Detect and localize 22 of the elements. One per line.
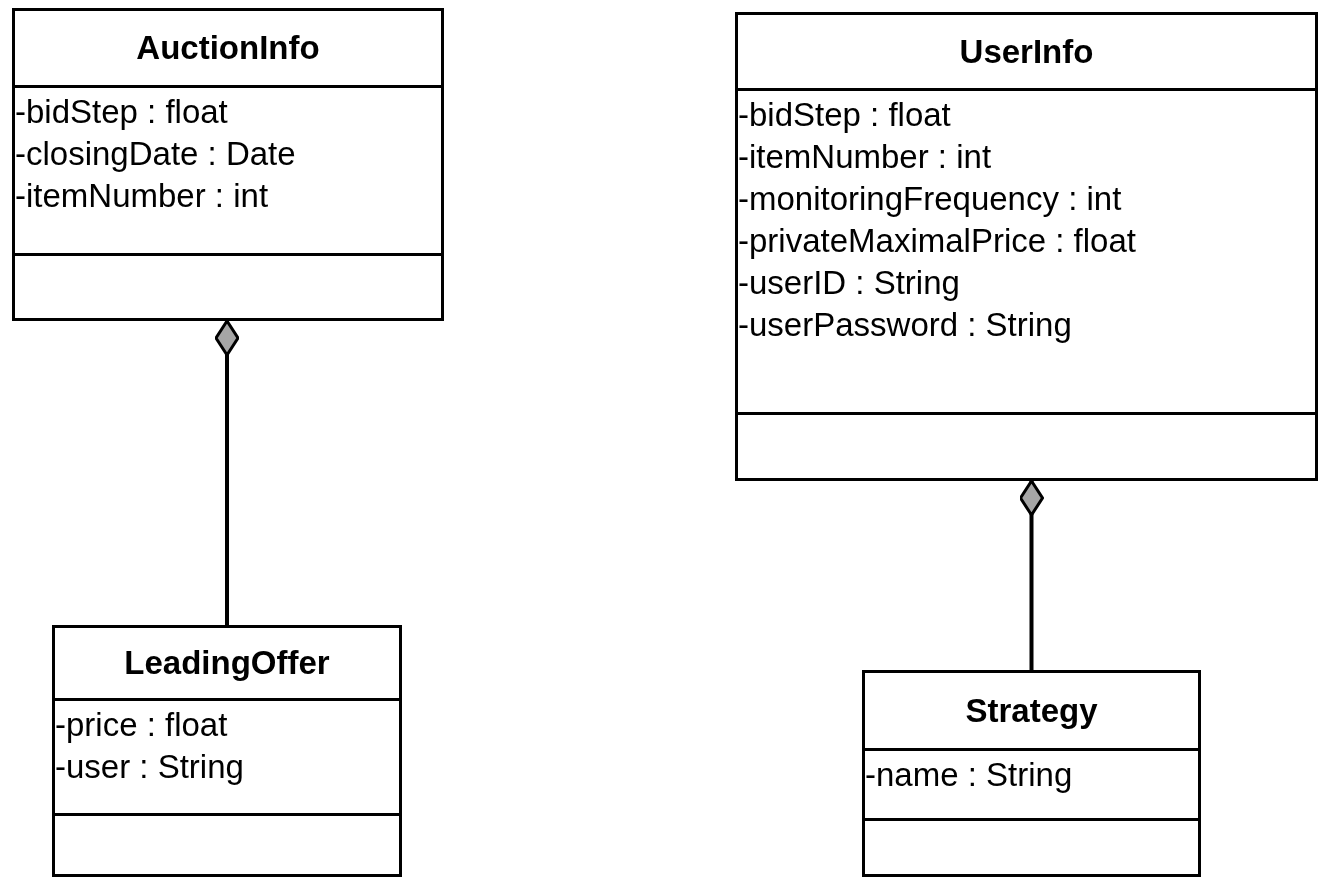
attribute-text: -closingDate : Date	[15, 134, 296, 174]
class-name: LeadingOffer	[124, 644, 330, 682]
attribute-text: -user : String	[55, 747, 244, 787]
attribute-text: -itemNumber : int	[738, 137, 992, 177]
attribute-text: -bidStep : float	[738, 95, 951, 135]
attribute-text: -name : String	[865, 755, 1073, 795]
attribute-text: -userID : String	[738, 263, 960, 303]
class-box	[862, 670, 1201, 877]
class-box	[12, 8, 444, 321]
attribute-text: -privateMaximalPrice : float	[738, 221, 1136, 261]
attribute-text: -itemNumber : int	[15, 176, 269, 216]
class-name: AuctionInfo	[136, 29, 320, 67]
class-name: UserInfo	[959, 32, 1094, 71]
class-box	[52, 625, 402, 877]
attribute-text: -monitoringFrequency : int	[738, 179, 1122, 219]
aggregation-line	[214, 319, 240, 625]
attribute-text: -bidStep : float	[15, 92, 228, 132]
aggregation-line	[1019, 479, 1044, 670]
attribute-text: -price : float	[55, 705, 228, 745]
class-box	[735, 12, 1318, 481]
attribute-text: -userPassword : String	[738, 305, 1072, 345]
class-name: Strategy	[965, 691, 1098, 730]
